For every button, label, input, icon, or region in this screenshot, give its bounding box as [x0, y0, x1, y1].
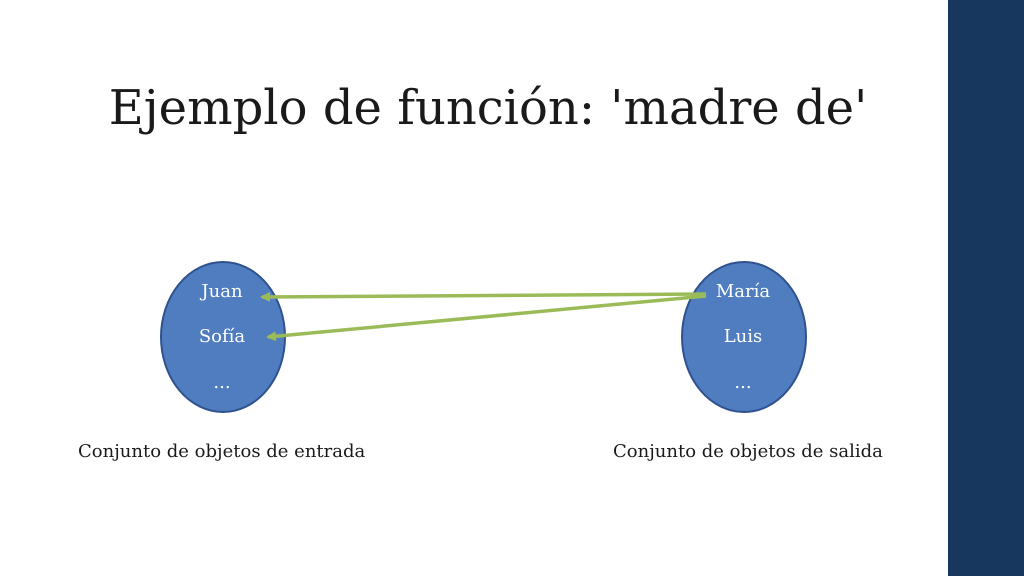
output-item-maria: María: [716, 281, 771, 302]
slide-title: Ejemplo de función: 'madre de': [108, 80, 868, 136]
input-item-juan: Juan: [199, 281, 243, 302]
output-set-caption: Conjunto de objetos de salida: [613, 441, 883, 462]
output-item-ellipsis: ...: [734, 372, 751, 393]
side-accent-band: [948, 0, 1024, 576]
input-set-caption: Conjunto de objetos de entrada: [78, 441, 366, 462]
input-item-ellipsis: ...: [213, 372, 230, 393]
function-diagram: Juan Sofía ... María Luis ...: [160, 261, 807, 413]
output-item-luis: Luis: [724, 326, 763, 347]
output-set-ellipse: [681, 261, 807, 413]
arrow-maria-to-juan: [260, 291, 707, 302]
arrow-maria-to-sofia: [266, 294, 707, 342]
input-item-sofia: Sofía: [199, 326, 246, 347]
